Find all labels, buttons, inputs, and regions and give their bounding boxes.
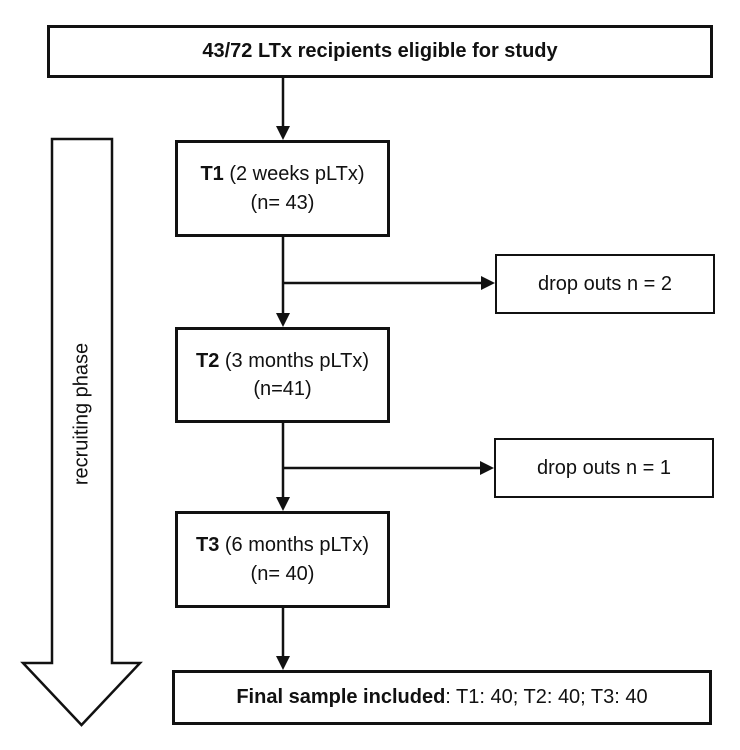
arrow-eligible-to-t1	[276, 78, 290, 140]
stage-t2-desc: (3 months pLTx)	[219, 349, 370, 372]
stage-t2-n: (n=41)	[253, 378, 312, 400]
stage-t1-line1: T1 (2 weeks pLTx)	[200, 160, 364, 188]
stage-t3-code: T3	[195, 534, 220, 557]
stage-t3-n: (n= 40)	[250, 562, 315, 585]
dropout-2-text: drop outs n = 1	[537, 456, 671, 479]
stage-t2-code: T2	[195, 349, 220, 372]
dropout-box-1: drop outs n = 2	[495, 254, 715, 314]
dropout-box-2: drop outs n = 1	[494, 438, 714, 498]
arrow-branch-dropout-2	[283, 461, 494, 475]
eligible-box: 43/72 LTx recipients eligible for study	[47, 25, 713, 78]
stage-box-t1: T1 (2 weeks pLTx) (n= 43)	[175, 140, 390, 237]
stage-box-t3: T3 (6 months pLTx) (n= 40)	[175, 511, 390, 608]
stage-t3-line1: T3 (6 months pLTx)	[196, 531, 369, 559]
stage-t1-n: (n= 43)	[250, 191, 315, 214]
final-sample-box: Final sample included: T1: 40; T2: 40; T…	[172, 670, 712, 725]
stage-t3-desc: (6 months pLTx)	[219, 534, 370, 557]
final-sample-bold: Final sample included	[236, 686, 446, 709]
recruiting-phase-label: recruiting phase	[70, 342, 93, 486]
stage-t2-line1: T2 (3 months pLTx)	[196, 347, 369, 375]
arrow-branch-dropout-1	[283, 276, 495, 290]
arrow-t1-to-t2	[276, 237, 290, 327]
final-sample-rest: : T1: 40; T2: 40; T3: 40	[445, 686, 648, 709]
recruiting-phase-arrow	[20, 137, 143, 727]
stage-t1-code: T1	[200, 163, 224, 186]
final-sample-text: Final sample included: T1: 40; T2: 40; T…	[236, 683, 647, 711]
arrow-t2-to-t3	[276, 423, 290, 511]
arrow-t3-to-final	[276, 608, 290, 670]
dropout-1-text: drop outs n = 2	[538, 272, 672, 295]
eligible-box-text: 43/72 LTx recipients eligible for study	[202, 40, 558, 63]
stage-t1-desc: (2 weeks pLTx)	[223, 163, 365, 186]
stage-box-t2: T2 (3 months pLTx) (n=41)	[175, 327, 390, 423]
